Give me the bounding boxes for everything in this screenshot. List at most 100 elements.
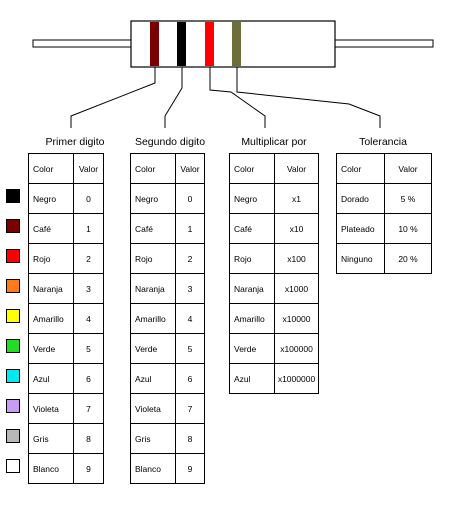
header-valor: Valor [73, 153, 104, 184]
swatch-1 [6, 219, 20, 233]
title-second-digit: Segundo digito [134, 136, 206, 148]
value: 7 [175, 393, 205, 424]
title-tolerance: Tolerancia [359, 136, 407, 148]
value: 8 [175, 423, 205, 454]
value: 6 [175, 363, 205, 394]
leader-line-tolerance [236, 67, 381, 128]
header-valor: Valor [175, 153, 205, 184]
swatch-2 [6, 249, 20, 263]
swatch-5 [6, 339, 20, 353]
color-name: Negro [28, 183, 74, 214]
leader-line-multiplier [209, 67, 266, 128]
color-name: Negro [130, 183, 176, 214]
value: 9 [73, 453, 104, 484]
value: x1 [274, 183, 319, 214]
value: x100000 [274, 333, 319, 364]
header-color: Color [336, 153, 385, 184]
swatch-0 [6, 189, 20, 203]
value: 4 [73, 303, 104, 334]
color-name: Amarillo [130, 303, 176, 334]
resistor-band-multiplier [205, 22, 214, 66]
resistor-band-2 [177, 22, 186, 66]
swatch-6 [6, 369, 20, 383]
value: 8 [73, 423, 104, 454]
swatch-8 [6, 429, 20, 443]
color-name: Violeta [28, 393, 74, 424]
value: 0 [175, 183, 205, 214]
color-name: Azul [28, 363, 74, 394]
resistor-band-tolerance [232, 22, 241, 66]
color-name: Azul [229, 363, 275, 394]
color-name: Rojo [28, 243, 74, 274]
value: x10 [274, 213, 319, 244]
swatch-4 [6, 309, 20, 323]
color-name: Blanco [28, 453, 74, 484]
title-multiplier: Multiplicar por [241, 136, 307, 148]
resistor-lead-right [332, 39, 434, 48]
header-valor: Valor [384, 153, 432, 184]
color-name: Plateado [336, 213, 385, 244]
color-name: Naranja [229, 273, 275, 304]
color-name: Amarillo [28, 303, 74, 334]
color-name: Verde [130, 333, 176, 364]
color-name: Rojo [229, 243, 275, 274]
color-name: Café [130, 213, 176, 244]
resistor-lead-left [32, 39, 134, 48]
value: x10000 [274, 303, 319, 334]
value: 1 [73, 213, 104, 244]
color-name: Amarillo [229, 303, 275, 334]
color-name: Negro [229, 183, 275, 214]
swatch-3 [6, 279, 20, 293]
color-name: Café [229, 213, 275, 244]
value: 7 [73, 393, 104, 424]
header-color: Color [229, 153, 275, 184]
leader-line-first-digit [70, 67, 156, 128]
value: x100 [274, 243, 319, 274]
header-color: Color [130, 153, 176, 184]
resistor-band-1 [150, 22, 159, 66]
value: 5 [73, 333, 104, 364]
color-name: Naranja [28, 273, 74, 304]
value: x1000 [274, 273, 319, 304]
value: 9 [175, 453, 205, 484]
color-name: Verde [28, 333, 74, 364]
color-name: Naranja [130, 273, 176, 304]
value: 3 [73, 273, 104, 304]
color-name: Dorado [336, 183, 385, 214]
value: 5 [175, 333, 205, 364]
value: 20 % [384, 243, 432, 274]
color-name: Blanco [130, 453, 176, 484]
color-name: Azul [130, 363, 176, 394]
color-name: Violeta [130, 393, 176, 424]
header-valor: Valor [274, 153, 319, 184]
value: 6 [73, 363, 104, 394]
swatch-7 [6, 399, 20, 413]
value: 2 [175, 243, 205, 274]
value: 4 [175, 303, 205, 334]
